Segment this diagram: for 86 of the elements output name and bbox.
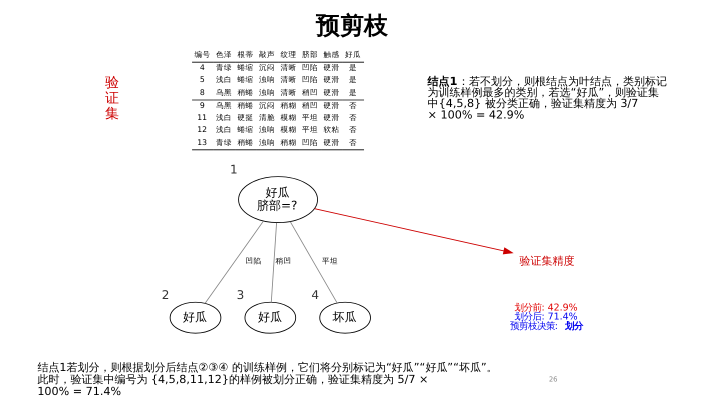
label: 11: [197, 112, 208, 122]
label: 凹陷: [302, 138, 318, 147]
label: 稍蜷: [238, 138, 254, 147]
label: 浅白: [216, 124, 232, 134]
label: 稍蜷: [238, 100, 254, 110]
label: 是: [348, 75, 357, 84]
label: 稍蜷: [238, 88, 254, 98]
node-ellipse: 坏瓜: [319, 302, 371, 334]
label: 沉闷: [259, 100, 276, 110]
label: 清晰: [280, 75, 297, 84]
label: 硬滑: [324, 112, 340, 122]
node-label: 1: [230, 162, 238, 176]
label: 凹陷: [302, 75, 318, 84]
label: 划分前: 42.9%: [514, 302, 578, 314]
label: 蜷缩: [238, 63, 254, 72]
label: 清晰: [280, 88, 297, 98]
label: 乌黑: [216, 88, 232, 98]
label: 是: [348, 88, 357, 98]
label: 浊响: [259, 124, 276, 134]
label: 12: [197, 124, 208, 134]
edge-label: 稍凹: [276, 256, 292, 266]
label: 8: [200, 88, 205, 98]
label: 预剪枝决策: 划分: [510, 321, 583, 332]
label: 乌黑: [216, 100, 232, 110]
label: 色泽: [216, 50, 232, 60]
label: 凹陷: [302, 63, 318, 72]
label: 稍糊: [280, 138, 297, 147]
label: 平坦: [302, 124, 318, 134]
label: 浅白: [216, 75, 232, 84]
label: 模糊: [280, 124, 297, 134]
label: 否: [348, 100, 357, 110]
label: 结点1若划分，则根据划分后结点②③④ 的训练样例，它们将分别标记为“好瓜”“好瓜”“坏瓜”。此时，验证集中编号为 {4,5,8,11,12}的样例被划分正确，验证集精度为 5/7 × 100% = 71.4%: [37, 360, 498, 398]
label: 否: [348, 138, 357, 147]
label: 浅白: [216, 112, 232, 122]
node-ellipse: 好瓜: [244, 302, 296, 334]
diagram-title: 预剪枝: [316, 11, 388, 40]
label: 是: [348, 63, 357, 72]
node-label: 3: [236, 288, 244, 302]
label: 蜷缩: [238, 124, 254, 134]
label: 浊响: [259, 75, 276, 84]
node-label: 2: [162, 288, 170, 302]
label: 验证集: [105, 74, 120, 122]
connector: [270, 222, 277, 303]
label: 浊响: [259, 88, 276, 98]
label: 浊响: [259, 138, 276, 147]
label: 硬滑: [324, 100, 340, 110]
label: 清脆: [259, 112, 276, 122]
arrow: [314, 208, 514, 254]
connector: [290, 221, 338, 304]
label: 稍糊: [280, 100, 297, 110]
label: 硬滑: [324, 63, 340, 72]
node-label: 4: [311, 288, 320, 302]
label: 脐部: [302, 50, 318, 60]
label: 结点1：若不划分，则根结点为叶结点，类别标记为训练样例最多的类别，若选“好瓜”，则验证集中{4,5,8} 被分类正确，验证集精度为 3/7 × 100% = 42.9%: [428, 74, 667, 122]
label: 否: [348, 112, 357, 122]
node-ellipse: 好瓜: [170, 302, 222, 334]
label: 否: [348, 124, 357, 134]
label: 触感: [324, 50, 340, 60]
label: 5: [200, 75, 205, 84]
connector: [204, 220, 264, 304]
label: 纹理: [280, 50, 297, 60]
label: 模糊: [280, 112, 297, 122]
node-text: 验证集精度: [520, 254, 575, 268]
edge-label: 平坦: [322, 256, 338, 266]
label: 13: [197, 138, 208, 147]
label: 硬滑: [324, 75, 340, 84]
label: 青绿: [216, 138, 232, 147]
label: 稍凹: [302, 100, 318, 110]
label: 敲声: [259, 50, 276, 60]
label: 好瓜: [345, 50, 362, 60]
label: 蜷缩: [238, 75, 254, 84]
edge-label: 凹陷: [246, 256, 262, 266]
label: 编号: [194, 50, 211, 60]
label: 硬滑: [324, 88, 340, 98]
label: 青绿: [216, 63, 232, 72]
label: 平坦: [302, 112, 318, 122]
label: 根蒂: [238, 50, 254, 60]
label: 4: [200, 63, 205, 72]
label: 硬滑: [324, 138, 340, 147]
label: 稍凹: [302, 88, 318, 98]
node-ellipse: 好瓜 脐部=?: [238, 176, 318, 224]
label: 软粘: [324, 124, 340, 134]
label: 硬挺: [238, 112, 254, 122]
label: 沉闷: [259, 63, 276, 72]
label: 清晰: [280, 63, 297, 72]
label: 9: [200, 100, 205, 110]
